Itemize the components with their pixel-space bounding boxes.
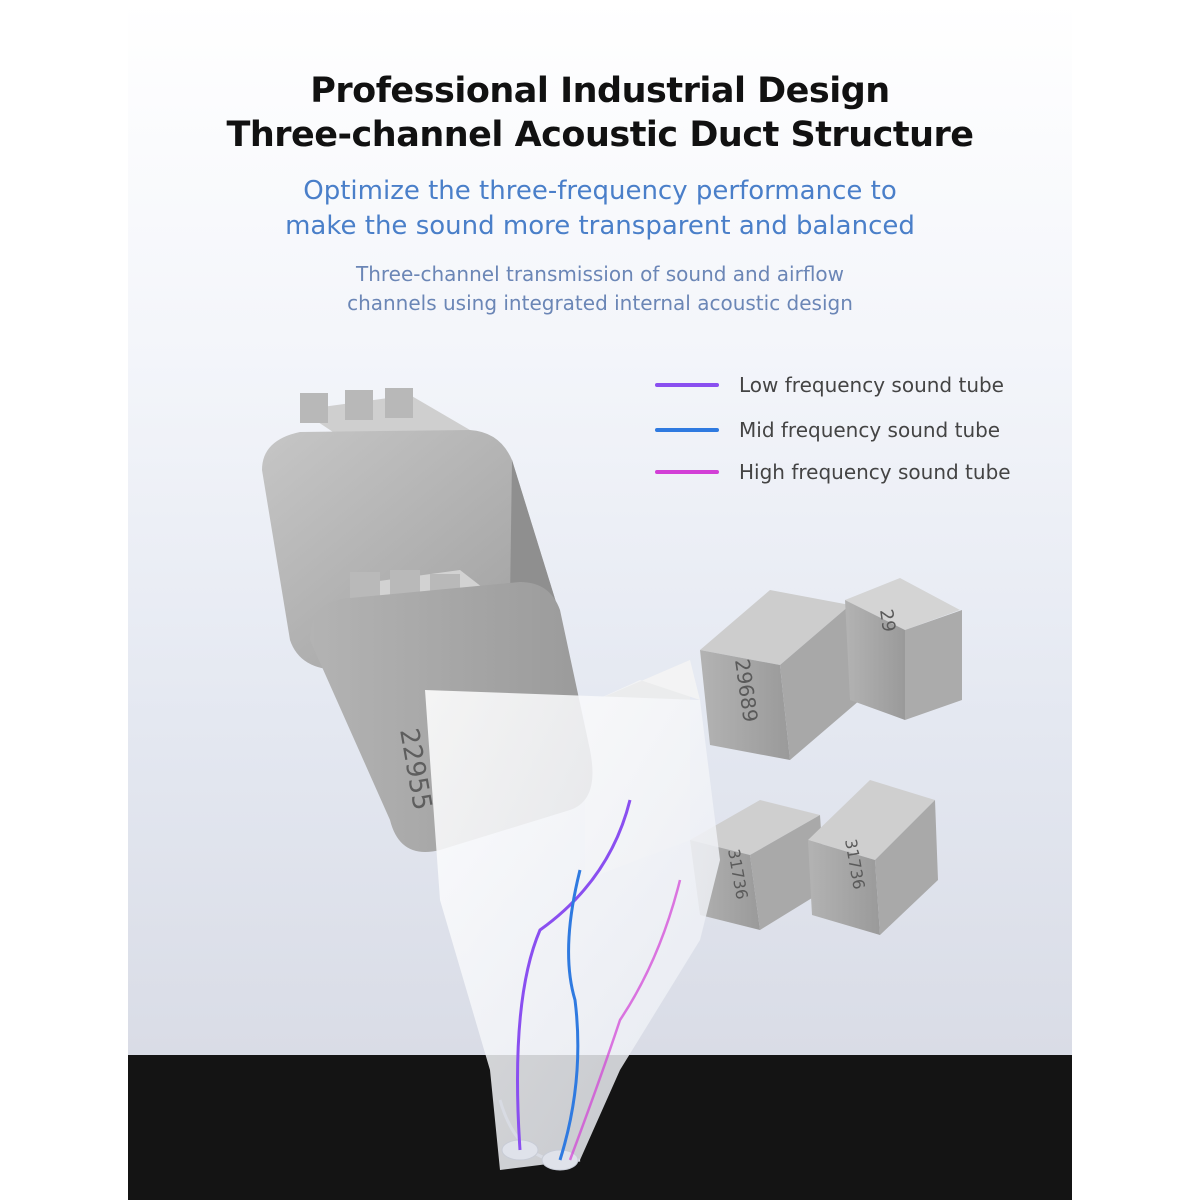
high-frequency-tube — [568, 879, 682, 1161]
legend-label-mid: Mid frequency sound tube — [739, 418, 1001, 442]
sound-tube-paths — [516, 799, 682, 1161]
legend-item-mid: Mid frequency sound tube — [655, 415, 1055, 445]
low-frequency-tube — [516, 799, 632, 1151]
legend-label-high: High frequency sound tube — [739, 460, 1011, 484]
earphone-shell — [425, 690, 720, 1171]
headline-line-1: Professional Industrial Design — [310, 71, 890, 111]
legend-item-high: High frequency sound tube — [655, 457, 1055, 487]
small-driver-1: 29689 — [700, 590, 860, 760]
headline-line-2: Three-channel Acoustic Duct Structure — [226, 115, 974, 155]
legend-label-low: Low frequency sound tube — [739, 373, 1004, 397]
mid-frequency-line-swatch — [655, 428, 719, 432]
subheadline-line-2: make the sound more transparent and bala… — [285, 211, 915, 241]
description-line-2: channels using integrated internal acous… — [347, 291, 853, 315]
small-driver-2: 29 — [845, 578, 962, 720]
small-driver-4: 31736 — [808, 780, 938, 935]
high-frequency-line-swatch — [655, 470, 719, 474]
mid-frequency-tube — [558, 869, 582, 1161]
subheadline-line-1: Optimize the three-frequency performance… — [303, 176, 897, 206]
driver-label-29: 29 — [875, 608, 899, 634]
legend-item-low: Low frequency sound tube — [655, 370, 1055, 400]
description-line-1: Three-channel transmission of sound and … — [355, 262, 845, 286]
low-frequency-line-swatch — [655, 383, 719, 387]
